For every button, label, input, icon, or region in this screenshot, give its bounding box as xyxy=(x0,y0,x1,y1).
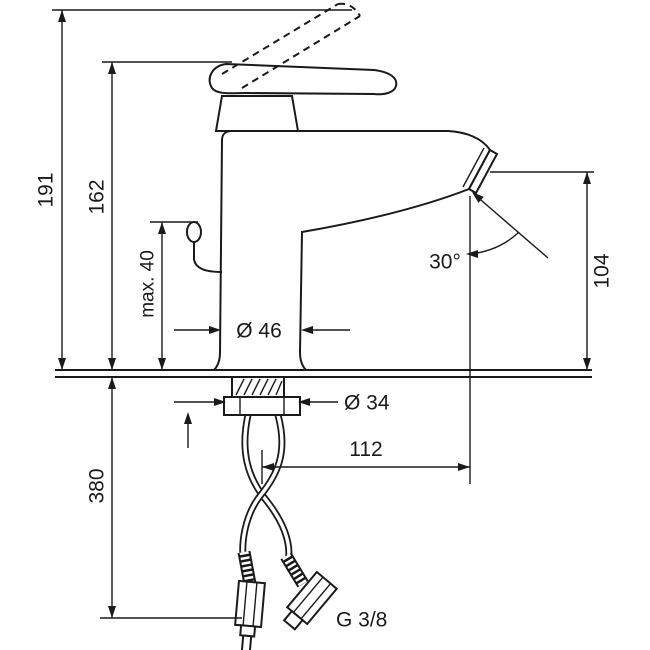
aerator xyxy=(462,147,499,195)
dimension-spray-angle: 30° xyxy=(429,192,549,484)
dim-spout-reach-label: 112 xyxy=(349,438,382,461)
dimension-rod-height: max. 40 xyxy=(138,221,198,370)
dimension-outlet-height: 104 xyxy=(490,171,614,370)
dim-hose-length-label: 380 xyxy=(86,468,109,503)
threaded-shank xyxy=(231,376,285,398)
dim-body-diameter-label: Ø 46 xyxy=(236,320,282,343)
pop-up-rod xyxy=(186,221,223,273)
dim-shank-diameter-label: Ø 34 xyxy=(344,392,390,415)
supply-hoses xyxy=(237,414,309,588)
dimension-hose-length: 380 xyxy=(86,377,242,619)
dimension-body-diameter: Ø 46 xyxy=(174,320,350,343)
lock-nut xyxy=(223,396,301,416)
hose-nut-left xyxy=(234,579,266,650)
shank-thread-hatching xyxy=(235,378,283,396)
hose-braid-right xyxy=(280,552,309,588)
dim-outlet-height-label: 104 xyxy=(591,253,614,288)
hose-braid-left xyxy=(237,550,257,586)
dimension-shank-diameter: Ø 34 xyxy=(174,392,390,448)
hose-nut-right xyxy=(282,570,339,631)
dim-connection-thread-label: G 3/8 xyxy=(336,609,387,632)
dim-spray-angle-label: 30° xyxy=(429,251,461,274)
handle-lever xyxy=(208,62,398,96)
dimension-body-height: 162 xyxy=(86,61,232,370)
handle-lever-raised-outline xyxy=(221,2,361,89)
handle-cartridge xyxy=(214,95,300,132)
dimension-spout-reach: 112 xyxy=(261,438,470,484)
supply-hose-right xyxy=(239,414,286,565)
mounting-deck-lines xyxy=(55,369,592,378)
dim-total-height-label: 191 xyxy=(35,172,58,207)
dim-body-height-label: 162 xyxy=(86,179,109,214)
dimension-total-height: 191 xyxy=(35,9,352,370)
faucet-body xyxy=(211,130,492,371)
dim-rod-height-label: max. 40 xyxy=(138,250,159,318)
